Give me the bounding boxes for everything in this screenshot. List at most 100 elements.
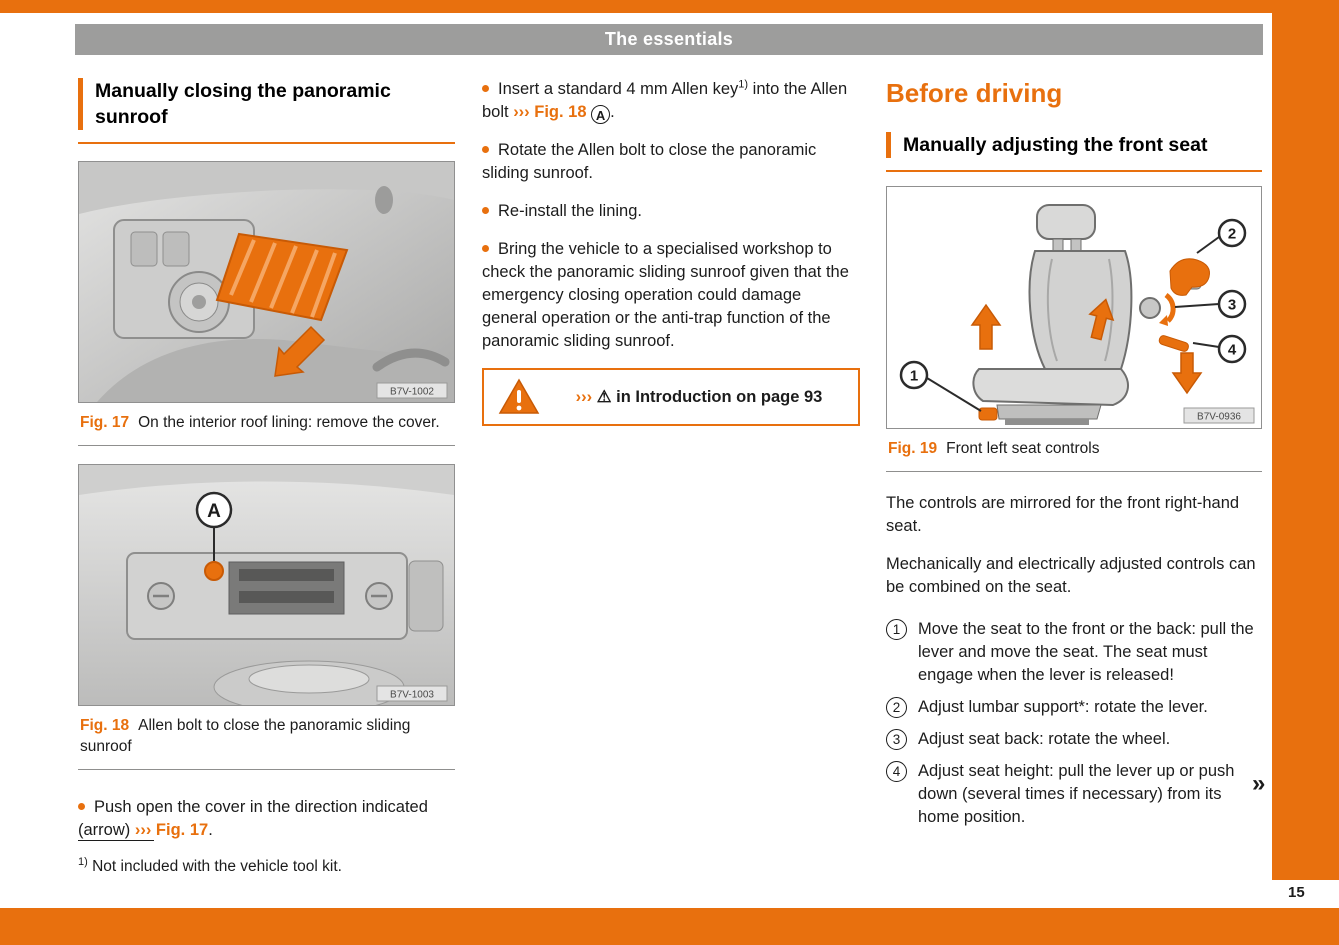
figure-19: 1 2 3 4: [886, 186, 1262, 472]
footnote-text: Not included with the vehicle tool kit.: [92, 858, 342, 875]
bullet-text: Push open the cover in the direction ind…: [78, 798, 428, 839]
figure-18-caption-text: Allen bolt to close the panoramic slidin…: [80, 717, 411, 755]
item-number-2: 2: [886, 697, 907, 718]
bullet-text-end: .: [208, 821, 213, 839]
warning-triangle-icon: [498, 378, 540, 414]
orange-border-bottom: [0, 908, 1339, 945]
callout-4: 4: [1192, 334, 1247, 364]
hand-on-lever-icon: [1169, 258, 1210, 296]
figure-19-label: Fig. 19: [888, 440, 938, 457]
svg-text:B7V-1003: B7V-1003: [390, 690, 434, 701]
seat-controls-list: 1 Move the seat to the front or the back…: [886, 618, 1262, 829]
bullet-dot-icon: [482, 85, 489, 92]
svg-text:B7V-0936: B7V-0936: [1197, 412, 1241, 423]
fig17-reference-link[interactable]: Fig. 17: [155, 821, 209, 839]
item-number-3: 3: [886, 729, 907, 750]
item-number-1: 1: [886, 619, 907, 640]
page-header-bar: The essentials: [75, 24, 1263, 55]
svg-text:3: 3: [1228, 297, 1236, 314]
seat-controls-illustration: 1 2 3 4: [887, 187, 1261, 428]
fig18-reference-link[interactable]: Fig. 18: [534, 103, 587, 121]
svg-text:A: A: [207, 501, 221, 522]
bullet-push-open-cover: Push open the cover in the direction ind…: [78, 796, 455, 842]
figure-17-caption-text: On the interior roof lining: remove the …: [138, 414, 440, 431]
section-heading-sunroof: Manually closing the panoramic sunroof: [78, 78, 455, 144]
footnote-ref: 1): [738, 78, 749, 91]
middle-column: Insert a standard 4 mm Allen key1) into …: [482, 78, 860, 426]
list-item-3: 3 Adjust seat back: rotate the wheel.: [886, 728, 1262, 751]
allen-bolt-illustration: A B7V-1003: [79, 465, 454, 705]
bullet-dot-icon: [482, 146, 489, 153]
bullet-text: Re-install the lining.: [498, 202, 642, 220]
bullet-dot-icon: [482, 207, 489, 214]
bullet-dot-icon: [482, 245, 489, 252]
callout-a: A: [195, 491, 233, 561]
bullet-bring-to-workshop: Bring the vehicle to a specialised works…: [482, 238, 860, 353]
highlighted-cover: [215, 232, 349, 322]
figure-17-label: Fig. 17: [80, 414, 130, 431]
down-arrow-icon: [1171, 352, 1203, 395]
item-text-4: Adjust seat height: pull the lever up or…: [918, 762, 1235, 826]
warning-reference[interactable]: in Introduction on page 93: [616, 388, 823, 406]
bullet-reinstall-lining: Re-install the lining.: [482, 200, 860, 223]
callout-3: 3: [1174, 289, 1247, 319]
bullet-dot-icon: [78, 803, 85, 810]
page-number: 15: [1288, 884, 1305, 901]
figure-18-code-tag: B7V-1003: [376, 685, 448, 702]
right-column: Before driving Manually adjusting the fr…: [886, 78, 1262, 838]
allen-bolt-highlight: [204, 561, 224, 581]
callout-a-inline: A: [591, 105, 611, 124]
bullet-rotate-allen-bolt: Rotate the Allen bolt to close the panor…: [482, 139, 860, 185]
figure-17-caption: Fig. 17 On the interior roof lining: remo…: [78, 403, 455, 446]
bullet-text: Insert a standard 4 mm Allen key: [498, 80, 739, 98]
figure-17-code-tag: B7V-1002: [376, 382, 448, 399]
figure-18-label: Fig. 18: [80, 717, 130, 734]
chevrons-icon: ›››: [134, 821, 152, 839]
warning-glyph-icon: ⚠: [596, 388, 612, 406]
svg-text:4: 4: [1228, 342, 1237, 359]
up-arrow-icon: [970, 303, 1002, 350]
callout-1: 1: [899, 360, 982, 412]
section-heading-sunroof-text: Manually closing the panoramic sunroof: [78, 78, 455, 130]
seat-slide-knob: [978, 407, 998, 421]
warning-box: ››› ⚠ in Introduction on page 93: [482, 368, 860, 426]
list-item-1: 1 Move the seat to the front or the back…: [886, 618, 1262, 687]
paragraph-mirrored-controls: The controls are mirrored for the front …: [886, 494, 1240, 535]
item-text-1: Move the seat to the front or the back: …: [918, 620, 1254, 684]
bullet-text: into the Allen bolt: [482, 80, 848, 121]
continuation-marker: »: [1252, 770, 1266, 797]
bullet-text-end: .: [610, 103, 615, 121]
svg-text:1: 1: [910, 368, 918, 385]
chevrons-icon: ›››: [575, 388, 593, 406]
page-header-title: The essentials: [604, 29, 734, 49]
callout-2: 2: [1196, 218, 1247, 254]
bullet-text: Bring the vehicle to a specialised works…: [482, 240, 849, 350]
chapter-heading-before-driving: Before driving: [886, 78, 1063, 108]
footnote-marker: 1): [78, 855, 88, 868]
svg-text:B7V-1002: B7V-1002: [390, 387, 434, 398]
backrest-arrow-icon: [1088, 298, 1115, 341]
direction-arrow-icon: [274, 325, 326, 377]
section-heading-front-seat-text: Manually adjusting the front seat: [886, 132, 1262, 158]
list-item-4: 4 Adjust seat height: pull the lever up …: [886, 760, 1262, 829]
figure-17: B7V-1002 Fig. 17 On the interior roof lin…: [78, 161, 455, 446]
footnote-rule: [78, 840, 154, 841]
orange-border-right: [1272, 0, 1339, 880]
warning-text: ››› ⚠ in Introduction on page 93: [554, 387, 844, 407]
bullet-insert-allen-key: Insert a standard 4 mm Allen key1) into …: [482, 78, 860, 124]
chevrons-icon: ›››: [513, 103, 530, 121]
height-lever-icon: [1158, 335, 1189, 352]
section-heading-front-seat: Manually adjusting the front seat: [886, 132, 1262, 172]
item-text-3: Adjust seat back: rotate the wheel.: [918, 730, 1171, 748]
figure-19-caption: Fig. 19 Front left seat controls: [886, 429, 1262, 472]
figure-18-image: A B7V-1003: [78, 464, 455, 706]
roof-lining-illustration: B7V-1002: [79, 162, 454, 402]
svg-text:2: 2: [1228, 226, 1236, 243]
footnote: 1) Not included with the vehicle tool ki…: [78, 840, 455, 877]
paragraph-combined-controls: Mechanically and electrically adjusted c…: [886, 555, 1256, 596]
bullet-text: Rotate the Allen bolt to close the panor…: [482, 141, 817, 182]
figure-19-code-tag: B7V-0936: [1183, 407, 1255, 424]
figure-19-caption-text: Front left seat controls: [946, 440, 1100, 457]
